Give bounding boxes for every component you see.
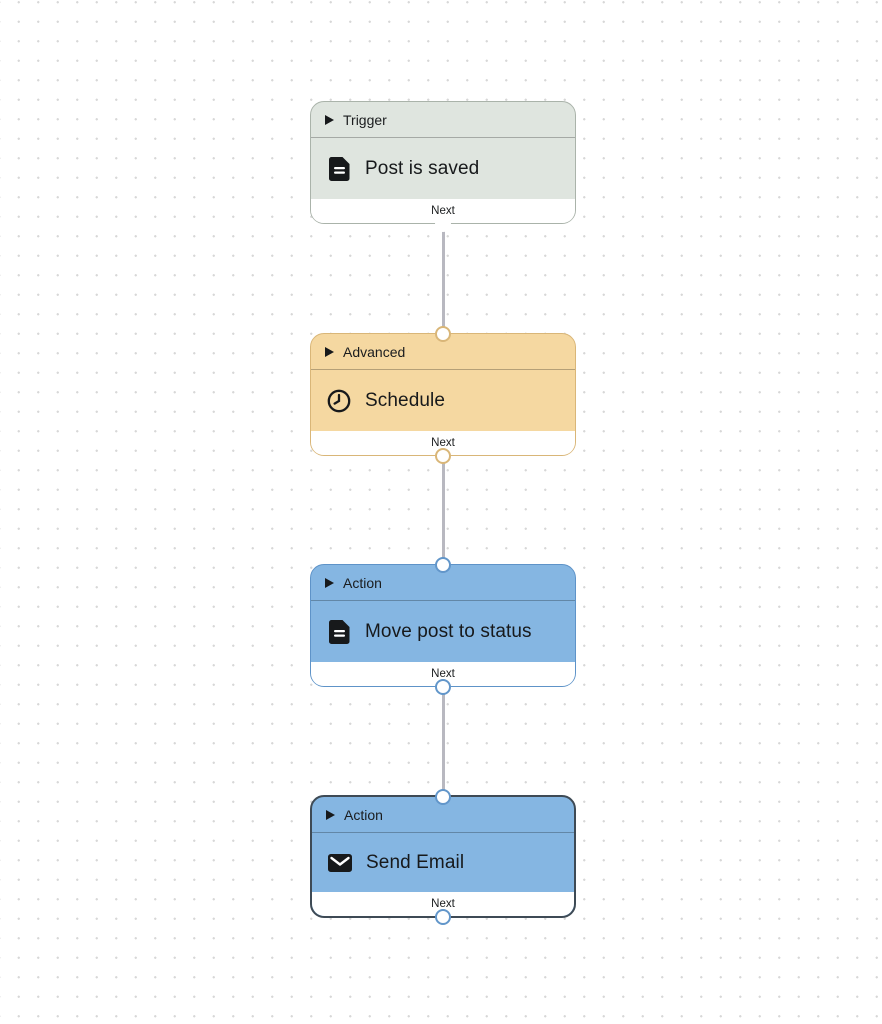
- edge-connector[interactable]: [441, 224, 445, 334]
- output-port-next[interactable]: [435, 908, 451, 925]
- node-body[interactable]: Post is saved: [311, 138, 575, 199]
- node-body[interactable]: Schedule: [311, 370, 575, 431]
- node-title: Schedule: [365, 389, 446, 411]
- node-category-label: Advanced: [343, 343, 406, 360]
- node-title: Send Email: [366, 851, 465, 873]
- input-port[interactable]: [435, 556, 451, 573]
- next-port-label: Next: [431, 898, 455, 910]
- node-category-label: Action: [343, 574, 382, 591]
- collapse-triangle-icon[interactable]: [325, 346, 334, 357]
- node-header[interactable]: Trigger: [311, 102, 575, 138]
- edge-connector[interactable]: [441, 456, 445, 565]
- collapse-triangle-icon[interactable]: [325, 114, 334, 125]
- node-title: Move post to status: [365, 620, 532, 642]
- node-advanced-schedule[interactable]: Advanced Schedule Next: [310, 325, 576, 464]
- node-title: Post is saved: [365, 157, 480, 179]
- edge-connector[interactable]: [441, 687, 445, 796]
- output-port-next[interactable]: [435, 215, 451, 232]
- document-icon: [327, 156, 351, 181]
- document-icon: [327, 619, 351, 644]
- node-footer: Next: [312, 892, 574, 916]
- mail-icon: [328, 851, 352, 875]
- next-port-label: Next: [431, 437, 455, 449]
- node-header[interactable]: Action: [312, 797, 574, 833]
- clock-icon: [327, 389, 351, 413]
- node-header[interactable]: Advanced: [311, 334, 575, 370]
- node-body[interactable]: Move post to status: [311, 601, 575, 662]
- collapse-triangle-icon[interactable]: [325, 577, 334, 588]
- node-header[interactable]: Action: [311, 565, 575, 601]
- input-port[interactable]: [435, 325, 451, 342]
- node-action-move-post-to-status[interactable]: Action Move post to status Next: [310, 556, 576, 695]
- collapse-triangle-icon[interactable]: [326, 809, 335, 820]
- output-port-next[interactable]: [435, 447, 451, 464]
- node-body[interactable]: Send Email: [312, 833, 574, 892]
- output-port-next[interactable]: [435, 678, 451, 695]
- node-action-send-email[interactable]: Action Send Email Next: [310, 788, 576, 925]
- node-category-label: Trigger: [343, 111, 387, 128]
- next-port-label: Next: [431, 668, 455, 680]
- node-trigger-post-is-saved[interactable]: Trigger Post is saved Next: [310, 101, 576, 232]
- node-category-label: Action: [344, 806, 383, 823]
- input-port[interactable]: [435, 788, 451, 805]
- next-port-label: Next: [431, 205, 455, 217]
